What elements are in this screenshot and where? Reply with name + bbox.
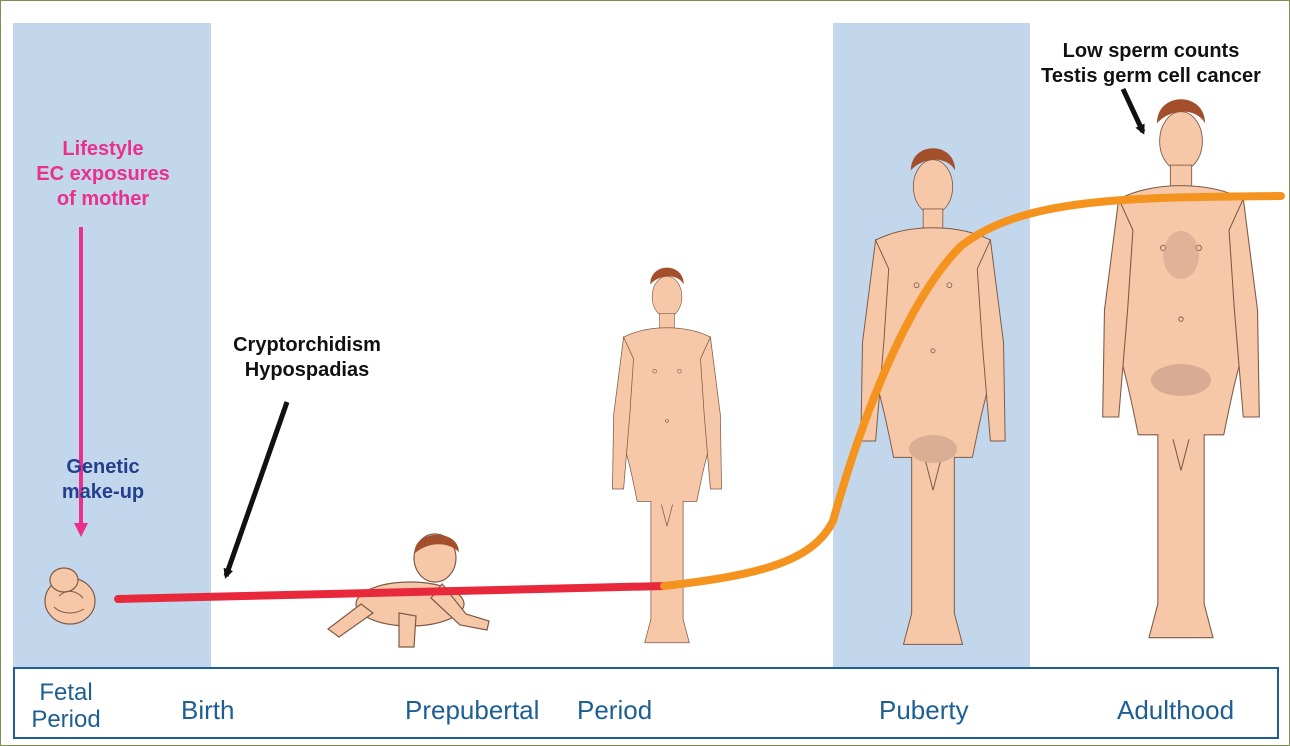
- mother-exposure-label: Lifestyle EC exposures of mother: [15, 137, 191, 212]
- adult-outcomes-line-2: Testis germ cell cancer: [1013, 64, 1289, 89]
- adult-outcomes-line-1: Low sperm counts: [1013, 39, 1289, 64]
- mother-exposure-line-1: Lifestyle: [15, 137, 191, 162]
- fetus-icon: [45, 568, 95, 624]
- birth-defects-arrow: [226, 402, 287, 576]
- stage-birth: Birth: [181, 695, 234, 725]
- genetic-line-1: Genetic: [15, 455, 191, 480]
- genetic-label: Genetic make-up: [15, 455, 191, 505]
- mother-exposure-line-2: EC exposures: [15, 162, 191, 187]
- adult-figure-icon: [1103, 99, 1260, 637]
- adult-outcomes-label: Low sperm counts Testis germ cell cancer: [1013, 39, 1289, 89]
- stage-period: Period: [577, 695, 652, 725]
- timeline-bar: Fetal Period Birth Prepubertal Period Pu…: [13, 667, 1279, 739]
- birth-defects-label: Cryptorchidism Hypospadias: [215, 333, 399, 383]
- stage-fetal-period: Fetal Period: [27, 679, 105, 733]
- birth-defects-line-2: Hypospadias: [215, 358, 399, 383]
- birth-defects-line-1: Cryptorchidism: [215, 333, 399, 358]
- stage-prepubertal: Prepubertal: [405, 695, 539, 725]
- mother-exposure-line-3: of mother: [15, 187, 191, 212]
- teen-figure-icon: [861, 148, 1005, 644]
- adult-outcomes-arrow: [1123, 89, 1143, 132]
- stage-adulthood: Adulthood: [1117, 695, 1234, 725]
- genetic-line-2: make-up: [15, 480, 191, 505]
- stage-puberty: Puberty: [879, 695, 969, 725]
